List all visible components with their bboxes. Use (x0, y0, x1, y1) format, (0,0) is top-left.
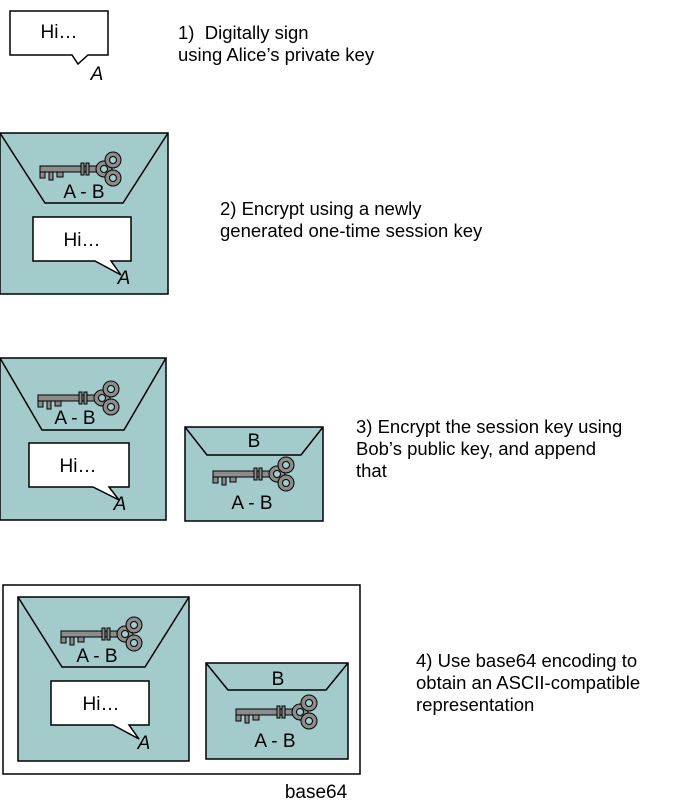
step-2-line-2: generated one-time session key (220, 220, 483, 241)
step-4-description: 4) Use base64 encoding to obtain an ASCI… (416, 650, 640, 716)
recipient-label: B (248, 431, 261, 452)
session-key-label: A - B (63, 182, 104, 203)
signature-mark: A (90, 64, 104, 85)
bubble-greeting: Hi… (64, 230, 101, 251)
session-key-label: A - B (231, 493, 272, 514)
encoding-label: base64 (285, 782, 348, 803)
recipient-label: B (272, 669, 285, 690)
bubble-greeting: Hi… (41, 22, 78, 43)
signed-message-bubble: Hi… A (9, 10, 109, 85)
session-key-label: A - B (76, 646, 117, 667)
session-key-label: A - B (254, 731, 295, 752)
step-1-line-1: 1) Digitally sign (178, 22, 309, 43)
step-4-line-2: obtain an ASCII-compatible (416, 672, 641, 693)
base64-container: A - B Hi… A B A - B (2, 584, 361, 775)
session-key-label: A - B (54, 408, 95, 429)
session-envelope-step2: A - B Hi… A (0, 132, 169, 295)
step-4-line-1: 4) Use base64 encoding to (416, 650, 638, 671)
bubble-greeting: Hi… (83, 694, 120, 715)
bubble-greeting: Hi… (60, 456, 97, 477)
session-envelope-step3: A - B Hi… A (0, 357, 167, 521)
recipient-envelope-step3: B A - B (184, 426, 324, 522)
step-1-line-2: using Alice’s private key (178, 44, 375, 65)
step-3-description: 3) Encrypt the session key using Bob’s p… (356, 416, 622, 482)
signature-mark: A (117, 268, 131, 289)
step-2-line-1: 2) Encrypt using a newly (220, 198, 422, 219)
step-4-line-3: representation (416, 694, 535, 715)
step-3-line-3: that (356, 460, 387, 481)
step-1-description: 1) Digitally sign using Alice’s private … (178, 22, 374, 66)
step-3-line-2: Bob’s public key, and append (356, 438, 596, 459)
step-2-description: 2) Encrypt using a newly generated one-t… (220, 198, 482, 242)
step-3-line-1: 3) Encrypt the session key using (356, 416, 623, 437)
signature-mark: A (113, 494, 127, 515)
signature-mark: A (137, 733, 151, 754)
